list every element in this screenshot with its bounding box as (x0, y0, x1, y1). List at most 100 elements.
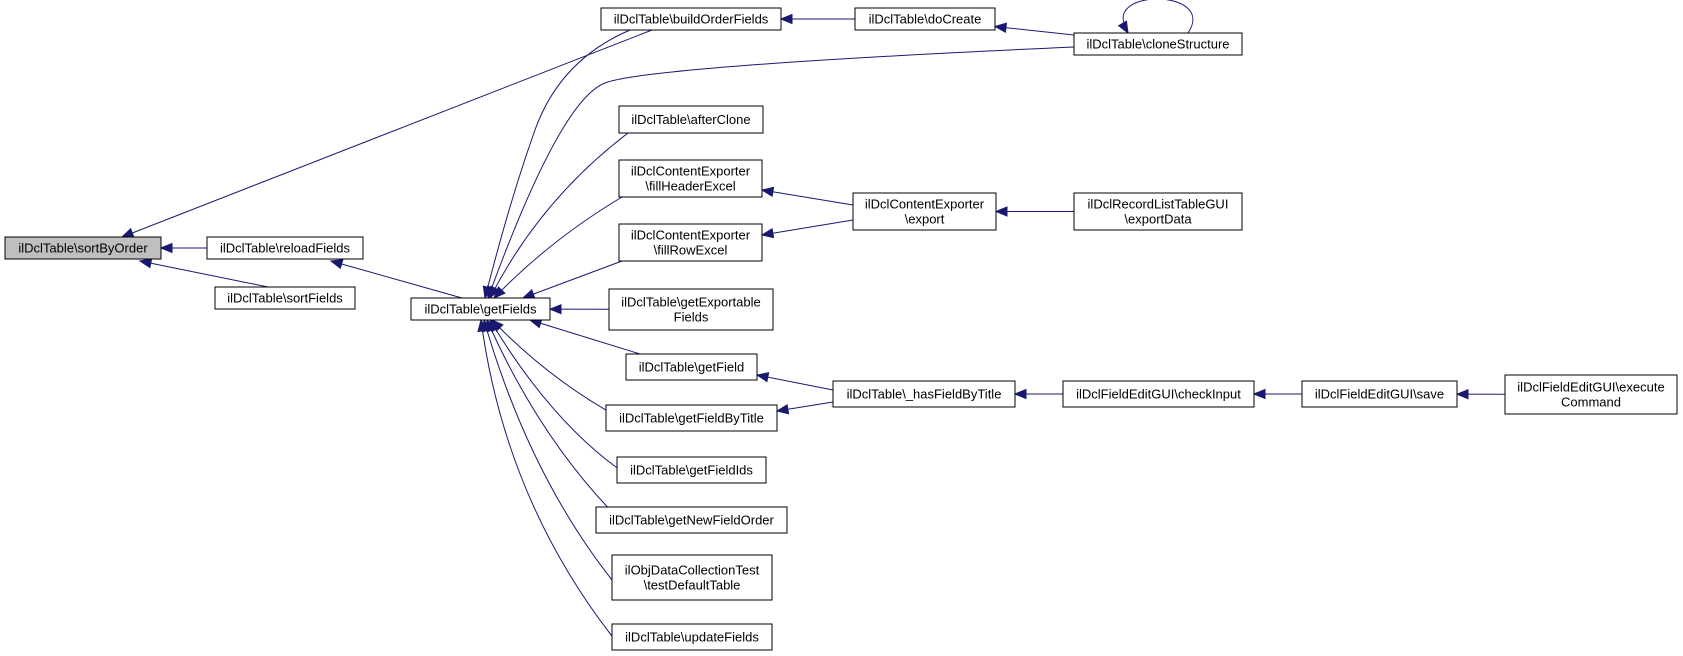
node-afterClone-label-line-1: ilDclTable\afterClone (631, 112, 750, 127)
node-testDefaultTable-box[interactable] (611, 554, 773, 601)
node-getFieldByTitle[interactable]: ilDclTable\getFieldByTitle (605, 404, 778, 432)
node-doCreate-box[interactable] (854, 7, 996, 31)
node-getExportableFields-box[interactable] (608, 288, 774, 331)
node-exportData-box[interactable] (1073, 192, 1243, 231)
node-doCreate[interactable]: ilDclTable\doCreate (854, 7, 996, 31)
edge-hasFieldByTitle-to-getFieldByTitle-arrowhead (775, 403, 790, 415)
node-getFieldIds[interactable]: ilDclTable\getFieldIds (616, 456, 767, 484)
edge-afterClone-to-getFields-line (489, 132, 629, 299)
node-fillRowExcel-box[interactable] (618, 223, 763, 262)
node-testDefaultTable[interactable]: ilObjDataCollectionTest\testDefaultTable (611, 554, 773, 601)
node-sortFields-label-line-1: ilDclTable\sortFields (227, 291, 343, 306)
node-getField-box[interactable] (625, 353, 758, 381)
node-reloadFields[interactable]: ilDclTable\reloadFields (206, 236, 364, 260)
edge-getFields-to-reloadFields-arrowhead (329, 259, 344, 270)
node-testDefaultTable-label-line-2: \testDefaultTable (644, 578, 741, 593)
node-buildOrderFields-box[interactable] (600, 7, 782, 31)
edge-cloneStructure-to-doCreate-arrowhead (993, 22, 1007, 33)
node-reloadFields-box[interactable] (206, 236, 364, 260)
node-sortFields-box[interactable] (214, 286, 356, 310)
node-executeCommand-label-line-1: ilDclFieldEditGUI\execute (1517, 380, 1664, 395)
edge-updateFields-to-getFields (477, 318, 616, 641)
node-getFieldByTitle-box[interactable] (605, 404, 778, 432)
node-updateFields-box[interactable] (611, 623, 773, 651)
node-fillHeaderExcel-box[interactable] (618, 159, 763, 198)
edge-export-to-fillHeaderExcel-arrowhead (760, 186, 775, 198)
edge-getExportableFields-to-getFields (548, 303, 610, 315)
node-hasFieldByTitle[interactable]: ilDclTable\_hasFieldByTitle (832, 380, 1016, 408)
edge-hasFieldByTitle-to-getFieldByTitle (775, 401, 834, 415)
node-save-label-line-1: ilDclFieldEditGUI\save (1315, 387, 1444, 402)
node-cloneStructure-box[interactable] (1073, 32, 1243, 56)
edge-getFieldIds-to-getFields-line (489, 319, 621, 471)
edge-cloneStructure-to-doCreate-line (994, 26, 1075, 36)
node-getFields[interactable]: ilDclTable\getFields (410, 297, 551, 321)
node-sortByOrder[interactable]: ilDclTable\sortByOrder (4, 236, 162, 260)
node-fillRowExcel-label-line-2: \fillRowExcel (654, 243, 728, 258)
node-executeCommand-box[interactable] (1504, 374, 1678, 415)
node-afterClone-box[interactable] (618, 105, 764, 134)
node-export[interactable]: ilDclContentExporter\export (852, 192, 997, 231)
node-export-box[interactable] (852, 192, 997, 231)
edge-buildOrderFields-to-sortByOrder-arrowhead (120, 227, 135, 238)
node-buildOrderFields[interactable]: ilDclTable\buildOrderFields (600, 7, 782, 31)
edge-export-to-fillHeaderExcel (760, 186, 854, 206)
edge-getFields-to-reloadFields-line (330, 260, 463, 299)
edge-buildOrderFields-to-getFields-line (484, 29, 631, 299)
edge-checkInput-to-hasFieldByTitle (1013, 388, 1063, 400)
node-sortByOrder-label-line-1: ilDclTable\sortByOrder (18, 241, 148, 256)
edge-getFields-to-reloadFields (329, 259, 463, 299)
node-hasFieldByTitle-box[interactable] (832, 380, 1016, 408)
edge-cloneStructure-to-cloneStructure-line (1122, 0, 1194, 34)
edge-hasFieldByTitle-to-getField-line (756, 374, 834, 391)
edge-exportData-to-export-arrowhead (994, 206, 1008, 217)
node-exportData[interactable]: ilDclRecordListTableGUI\exportData (1073, 192, 1243, 231)
edge-cloneStructure-to-cloneStructure (1117, 0, 1194, 35)
node-sortByOrder-box[interactable] (4, 236, 162, 260)
node-sortFields[interactable]: ilDclTable\sortFields (214, 286, 356, 310)
edge-checkInput-to-hasFieldByTitle-arrowhead (1013, 388, 1027, 400)
node-getFields-label-line-1: ilDclTable\getFields (425, 302, 537, 317)
node-cloneStructure-label-line-1: ilDclTable\cloneStructure (1086, 37, 1229, 52)
edge-export-to-fillHeaderExcel-line (761, 189, 854, 206)
node-save-box[interactable] (1301, 380, 1458, 408)
node-getNewFieldOrder-label-line-1: ilDclTable\getNewFieldOrder (609, 513, 774, 528)
edge-testDefaultTable-to-getFields-line (483, 319, 621, 591)
node-afterClone[interactable]: ilDclTable\afterClone (618, 105, 764, 134)
node-getFieldIds-box[interactable] (616, 456, 767, 484)
node-fillHeaderExcel[interactable]: ilDclContentExporter\fillHeaderExcel (618, 159, 763, 198)
edge-fillHeaderExcel-to-getFields-arrowhead (493, 286, 506, 299)
edge-cloneStructure-to-getFields (487, 46, 1075, 300)
node-fillRowExcel-label-line-1: ilDclContentExporter (631, 228, 751, 243)
node-export-label-line-2: \export (905, 212, 945, 227)
node-getFields-box[interactable] (410, 297, 551, 321)
node-testDefaultTable-label-line-1: ilObjDataCollectionTest (625, 563, 760, 578)
node-updateFields-label-line-1: ilDclTable\updateFields (625, 630, 759, 645)
edge-cloneStructure-to-doCreate (993, 22, 1075, 36)
node-getField[interactable]: ilDclTable\getField (625, 353, 758, 381)
node-cloneStructure[interactable]: ilDclTable\cloneStructure (1073, 32, 1243, 56)
node-getNewFieldOrder-box[interactable] (595, 506, 788, 534)
node-checkInput-box[interactable] (1062, 380, 1255, 408)
edge-cloneStructure-to-cloneStructure-arrowhead (1117, 20, 1129, 35)
node-updateFields[interactable]: ilDclTable\updateFields (611, 623, 773, 651)
edge-sortFields-to-sortByOrder-arrowhead (138, 258, 153, 269)
edge-fillRowExcel-to-getFields (521, 260, 623, 299)
edge-getField-to-getFields-line (529, 319, 641, 355)
edge-testDefaultTable-to-getFields (482, 318, 621, 591)
node-getNewFieldOrder[interactable]: ilDclTable\getNewFieldOrder (595, 506, 788, 534)
node-checkInput[interactable]: ilDclFieldEditGUI\checkInput (1062, 380, 1255, 408)
node-export-label-line-1: ilDclContentExporter (865, 197, 985, 212)
edge-cloneStructure-to-getFields-line (487, 46, 1075, 299)
node-executeCommand-label-line-2: Command (1561, 395, 1621, 410)
node-save[interactable]: ilDclFieldEditGUI\save (1301, 380, 1458, 408)
edge-sortFields-to-sortByOrder-line (139, 260, 269, 288)
node-getExportableFields-label-line-1: ilDclTable\getExportable (621, 295, 760, 310)
node-checkInput-label-line-1: ilDclFieldEditGUI\checkInput (1076, 387, 1241, 402)
edge-reloadFields-to-sortByOrder-arrowhead (159, 242, 173, 254)
node-fillRowExcel[interactable]: ilDclContentExporter\fillRowExcel (618, 223, 763, 262)
edge-reloadFields-to-sortByOrder (159, 242, 207, 254)
